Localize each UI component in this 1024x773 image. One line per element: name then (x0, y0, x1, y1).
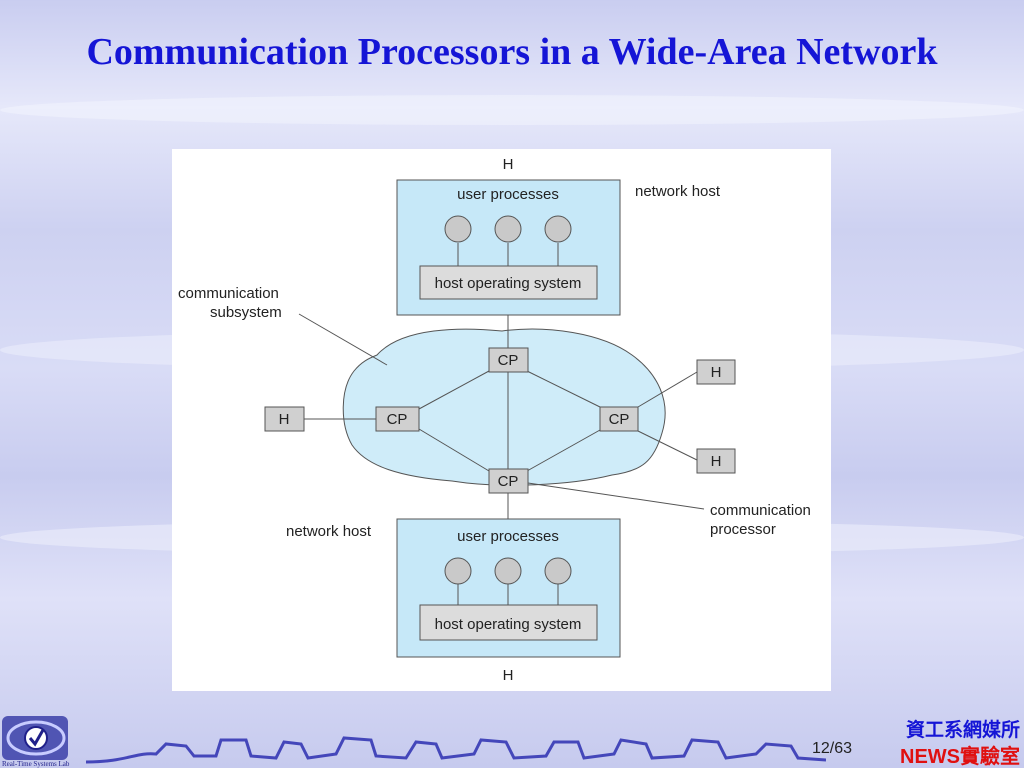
h-node-left (264, 406, 305, 432)
bottom-host-os-box (419, 604, 598, 641)
link (637, 371, 698, 408)
lab-logo-text: Real-Time Systems Lab (2, 760, 70, 768)
bottom-user-processes-label: user processes (457, 528, 559, 545)
link (526, 429, 601, 472)
cp-node-label: CP (387, 411, 408, 428)
h-node-label: H (711, 364, 722, 381)
process-circle (444, 215, 472, 243)
comm-subsystem-pointer (298, 313, 388, 366)
wan-diagram: H user processes host operating system n… (172, 149, 831, 691)
h-node-right-top (696, 359, 736, 385)
cp-node-top (488, 347, 529, 373)
department-label: 資工系網媒所 (905, 720, 1020, 741)
link (637, 430, 698, 461)
communication-subsystem-cloud (342, 328, 666, 486)
comm-subsystem-label-line2: subsystem (210, 304, 282, 321)
wan-diagram-svg: H user processes host operating system n… (178, 156, 811, 684)
lab-logo: Real-Time Systems Lab (0, 712, 80, 768)
top-host-os-label: host operating system (435, 275, 582, 292)
link (418, 370, 490, 410)
h-node-label: H (711, 453, 722, 470)
background-streak (0, 95, 1024, 125)
link (418, 428, 490, 472)
skyline-decoration (86, 736, 826, 764)
comm-processor-label-line2: processor (710, 521, 776, 538)
cp-node-label: CP (498, 352, 519, 369)
slide-title: Communication Processors in a Wide-Area … (86, 31, 938, 73)
cp-node-left (375, 406, 420, 432)
cp-node-bottom (488, 468, 529, 494)
top-host-os-box (419, 265, 598, 300)
lab-name-label: NEWS實驗室 (900, 746, 1020, 768)
process-circle (494, 557, 522, 585)
cp-node-right (599, 406, 639, 432)
process-circle (544, 215, 572, 243)
h-node-label: H (279, 411, 290, 428)
lab-logo-icon: Real-Time Systems Lab (2, 716, 70, 768)
link (526, 370, 601, 408)
page-number: 12/63 (812, 740, 853, 757)
h-node-right-bottom (696, 448, 736, 474)
comm-subsystem-label-line1: communication (178, 285, 279, 302)
cp-node-label: CP (498, 473, 519, 490)
process-circle (544, 557, 572, 585)
process-circle (494, 215, 522, 243)
network-host-top-label: network host (635, 183, 721, 200)
comm-processor-label-line1: communication (710, 502, 811, 519)
bottom-host-os-label: host operating system (435, 616, 582, 633)
cp-node-label: CP (609, 411, 630, 428)
comm-processor-pointer (527, 482, 705, 510)
top-user-processes-label: user processes (457, 186, 559, 203)
process-circle (444, 557, 472, 585)
bottom-host-label: H (503, 667, 514, 684)
network-host-bottom-label: network host (286, 523, 372, 540)
top-host-label: H (503, 156, 514, 173)
